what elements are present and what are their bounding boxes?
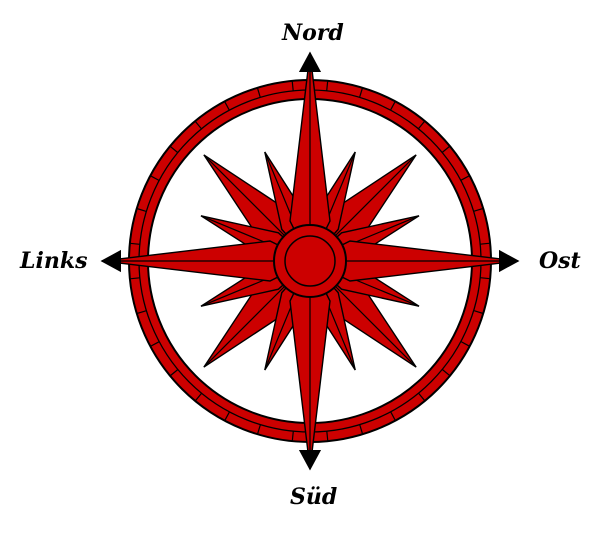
- north-label: Nord: [282, 20, 344, 46]
- west-label: Links: [20, 248, 88, 274]
- ring-tick: [460, 340, 470, 347]
- ring-tick: [326, 431, 329, 442]
- ring-tick: [291, 80, 294, 91]
- cardinal-tip: [499, 249, 520, 273]
- ring-tick: [150, 175, 160, 182]
- ring-tick: [389, 101, 396, 111]
- ring-tick: [129, 277, 140, 280]
- ring-tick: [129, 242, 140, 245]
- ring-tick: [136, 310, 147, 315]
- center-hub: [273, 224, 347, 298]
- ring-tick: [359, 87, 364, 98]
- ring-ticks: [129, 80, 491, 442]
- ring-tick: [169, 145, 179, 154]
- ring-tick: [169, 369, 179, 377]
- ring-tick: [194, 392, 203, 402]
- ring-tick: [194, 120, 202, 130]
- cardinal-tip: [298, 450, 322, 471]
- ring-tick: [256, 87, 261, 98]
- ring-tick: [418, 392, 426, 402]
- east-label: Ost: [539, 248, 581, 274]
- ring-tick: [473, 207, 484, 212]
- ring-tick: [390, 411, 396, 421]
- intercardinal-points: [203, 154, 417, 368]
- ring-tick: [480, 277, 491, 280]
- ring-tick: [136, 207, 147, 212]
- ring-tick: [256, 424, 261, 435]
- south-label: Süd: [290, 484, 338, 510]
- ring-tick: [224, 411, 231, 421]
- ring-tick: [480, 242, 491, 245]
- ring-tick: [473, 310, 484, 315]
- ring-tick: [326, 80, 329, 91]
- ring-tick: [417, 120, 426, 130]
- ring-tick: [291, 431, 294, 442]
- ring-tick: [441, 368, 451, 377]
- ring-tick: [460, 175, 470, 181]
- ring-tick: [224, 101, 230, 111]
- cardinal-tip: [298, 51, 322, 73]
- ring-tick: [359, 424, 364, 435]
- cardinal-tip: [100, 249, 122, 273]
- ring-tick: [441, 145, 451, 153]
- ring-tick: [150, 341, 160, 347]
